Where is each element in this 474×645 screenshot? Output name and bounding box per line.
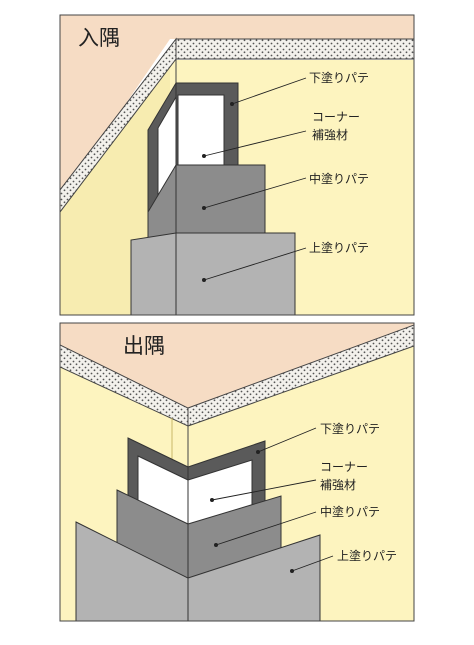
panel-frame: [59, 14, 415, 316]
label-top-putty: 上塗りパテ: [337, 548, 397, 563]
top-putty-right: [187, 534, 321, 621]
panel-title: 出隅: [123, 334, 165, 358]
leader-lines: [203, 77, 307, 281]
label-reinforcement-line1: コーナー: [320, 460, 368, 474]
top-putty-left: [75, 521, 189, 621]
label-mid-putty: 中塗りパテ: [309, 171, 369, 186]
inside-corner-panel: 入隅 下塗りパテ コーナー 補強材 中塗りパテ 上塗りパテ: [59, 14, 415, 316]
label-base-putty: 下塗りパテ: [320, 421, 380, 436]
label-top-putty: 上塗りパテ: [309, 240, 369, 255]
leader-lines: [211, 427, 334, 572]
label-mid-putty: 中塗りパテ: [320, 504, 380, 519]
top-putty-side: [130, 232, 177, 315]
ceiling-board-top: [175, 38, 414, 60]
label-reinforcement-line1: コーナー: [312, 110, 360, 124]
mid-putty-back: [175, 164, 266, 234]
corner-reinforcement-back: [177, 94, 225, 166]
label-reinforcement-line2: 補強材: [320, 478, 356, 492]
ceiling-board-right: [187, 324, 414, 427]
ceiling: [60, 15, 414, 200]
top-putty-back: [175, 232, 296, 315]
leader-dots: [202, 102, 234, 282]
panel-title: 入隅: [78, 26, 120, 50]
outside-corner-panel: 出隅 下塗りパテ コーナー 補強材 中塗りパテ 上塗りパテ: [59, 322, 415, 622]
leader-dots: [210, 450, 294, 573]
panel-frame: [59, 322, 415, 622]
label-reinforcement-line2: 補強材: [312, 128, 348, 142]
label-base-putty: 下塗りパテ: [309, 70, 369, 85]
